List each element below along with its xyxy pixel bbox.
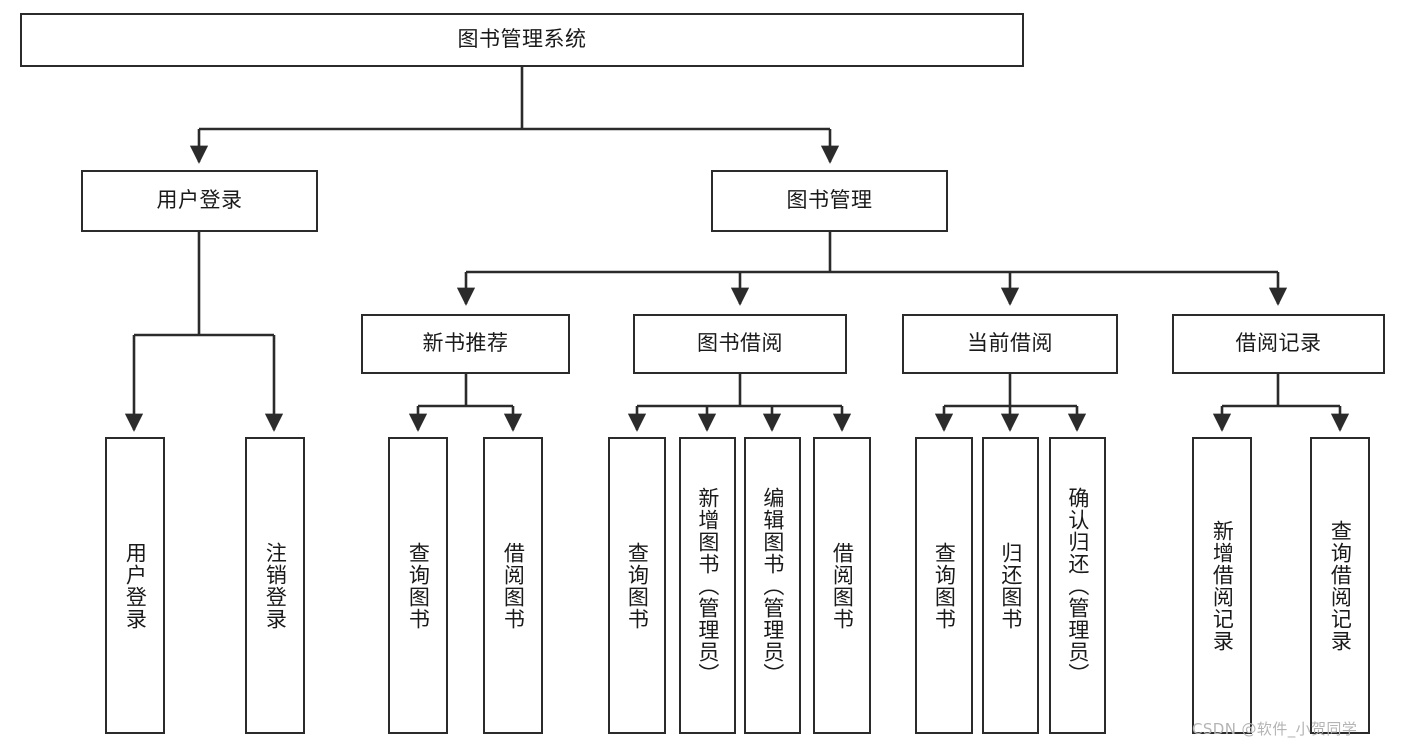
node-leaf-rec-add[interactable]: 新增借阅记录: [1192, 437, 1252, 734]
node-root[interactable]: 图书管理系统: [20, 13, 1024, 67]
node-new-book-rec[interactable]: 新书推荐: [361, 314, 570, 374]
node-book-borrow-label: 图书借阅: [697, 331, 783, 356]
node-leaf-borrow-take-label: 借阅图书: [830, 541, 855, 630]
node-leaf-borrow-query-label: 查询图书: [625, 541, 650, 630]
node-leaf-cur-return[interactable]: 归还图书: [982, 437, 1039, 734]
node-leaf-user-login[interactable]: 用户登录: [105, 437, 165, 734]
node-leaf-rec-query-label: 查询图书: [406, 541, 431, 630]
node-leaf-rec-search[interactable]: 查询借阅记录: [1310, 437, 1370, 734]
node-borrow-record[interactable]: 借阅记录: [1172, 314, 1385, 374]
node-current-borrow-label: 当前借阅: [967, 331, 1053, 356]
node-leaf-borrow-query[interactable]: 查询图书: [608, 437, 666, 734]
node-leaf-borrow-add[interactable]: 新增图书（管理员）: [679, 437, 736, 734]
node-leaf-cur-confirm-label: 确认归还（管理员）: [1065, 486, 1090, 685]
node-leaf-borrow-add-label: 新增图书（管理员）: [695, 486, 720, 685]
node-root-label: 图书管理系统: [457, 27, 587, 52]
node-user-login-label: 用户登录: [156, 188, 243, 213]
node-leaf-borrow-take[interactable]: 借阅图书: [813, 437, 871, 734]
node-leaf-user-login-label: 用户登录: [123, 541, 148, 630]
node-leaf-rec-borrow-label: 借阅图书: [501, 541, 526, 630]
node-book-borrow[interactable]: 图书借阅: [633, 314, 847, 374]
node-leaf-rec-borrow[interactable]: 借阅图书: [483, 437, 543, 734]
node-leaf-cur-confirm[interactable]: 确认归还（管理员）: [1049, 437, 1106, 734]
node-current-borrow[interactable]: 当前借阅: [902, 314, 1118, 374]
node-leaf-rec-add-label: 新增借阅记录: [1210, 519, 1235, 652]
node-user-login[interactable]: 用户登录: [81, 170, 318, 232]
node-leaf-user-logout[interactable]: 注销登录: [245, 437, 305, 734]
node-new-book-rec-label: 新书推荐: [422, 331, 509, 356]
node-leaf-borrow-edit[interactable]: 编辑图书（管理员）: [744, 437, 801, 734]
node-leaf-cur-query[interactable]: 查询图书: [915, 437, 973, 734]
node-leaf-user-logout-label: 注销登录: [263, 541, 288, 630]
node-leaf-rec-search-label: 查询借阅记录: [1328, 519, 1353, 652]
node-borrow-record-label: 借阅记录: [1235, 331, 1322, 356]
node-leaf-cur-return-label: 归还图书: [998, 541, 1023, 630]
node-book-manage[interactable]: 图书管理: [711, 170, 948, 232]
node-leaf-rec-query[interactable]: 查询图书: [388, 437, 448, 734]
node-book-manage-label: 图书管理: [786, 188, 873, 213]
node-leaf-borrow-edit-label: 编辑图书（管理员）: [760, 486, 785, 685]
node-leaf-cur-query-label: 查询图书: [932, 541, 957, 630]
